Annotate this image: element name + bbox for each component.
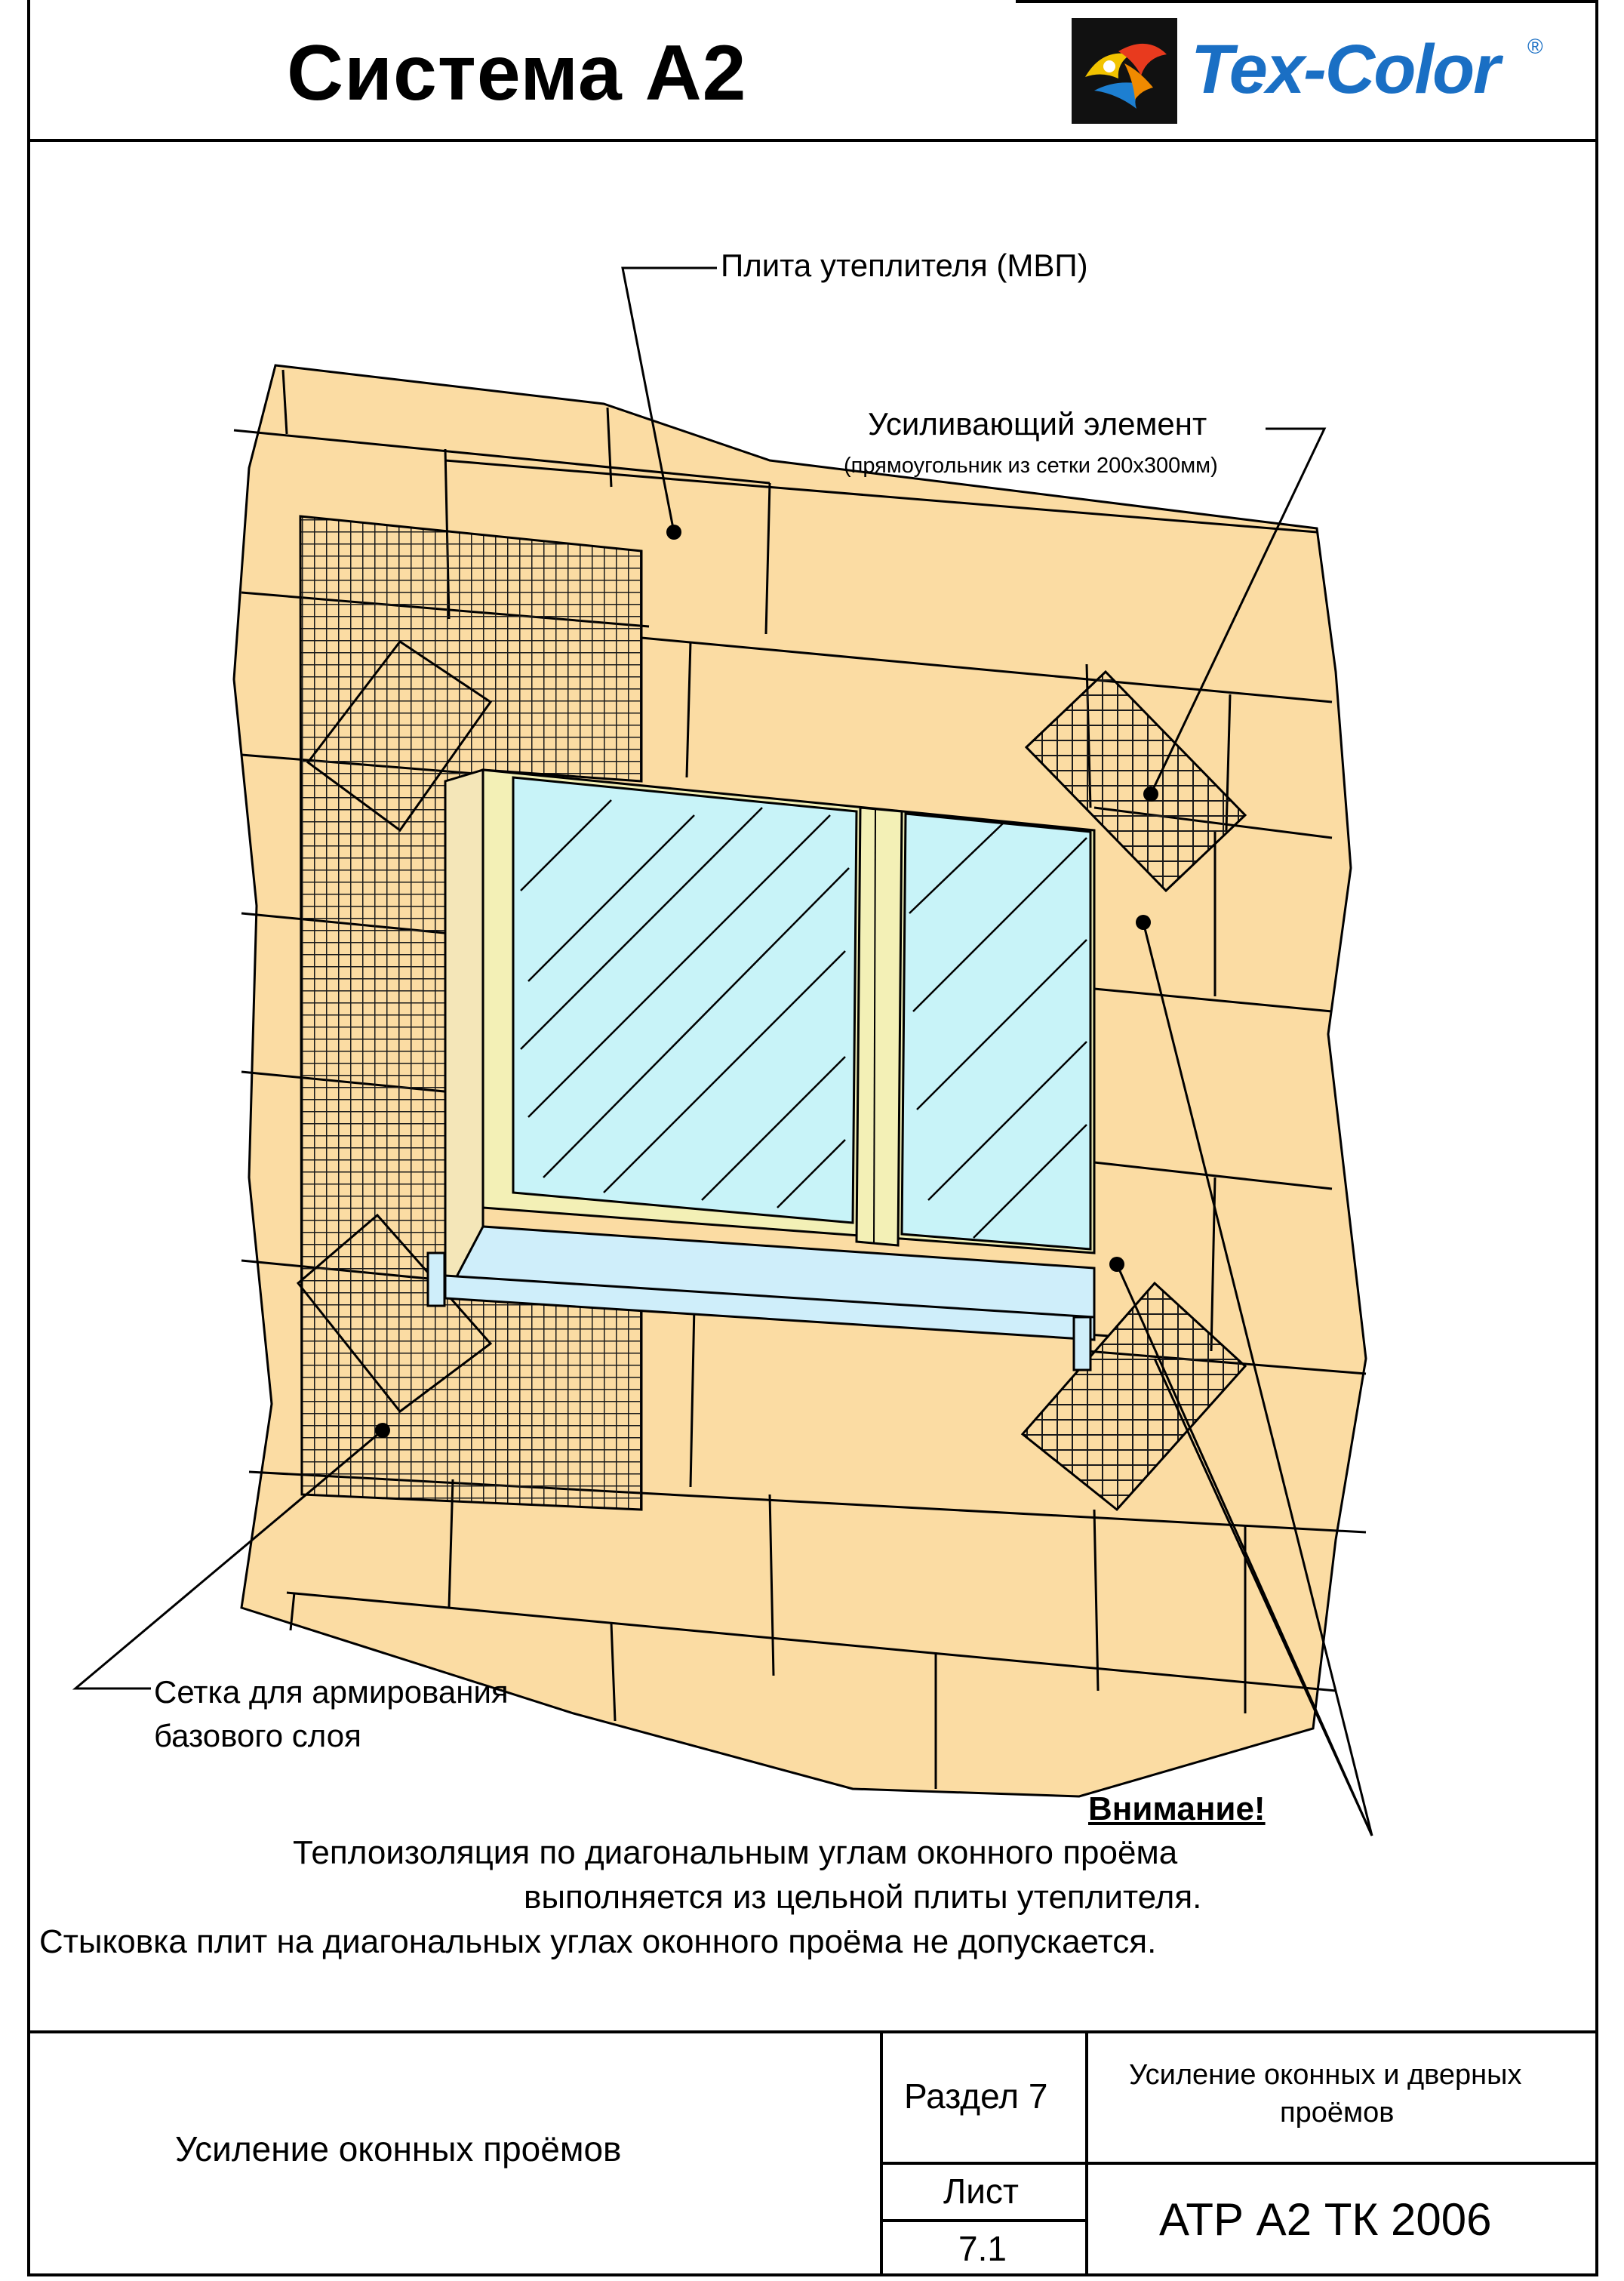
drawing-name: Усиление оконных проёмов: [175, 2129, 622, 2169]
leader-lines: [72, 266, 1373, 1836]
logo-text: Tex-Color: [1191, 31, 1500, 108]
reinforcing-mesh-lower-right: [1020, 1281, 1247, 1512]
label-insulation-board: Плита утеплителя (МВП): [721, 248, 1088, 283]
title-block-vdivider-2: [1085, 2030, 1088, 2276]
title-block-vdivider-1: [880, 2030, 883, 2276]
label-mesh-line2: базового слоя: [154, 1718, 361, 1753]
title-block-hdivider-1: [880, 2162, 1598, 2165]
label-mesh-line1: Сетка для армирования: [154, 1674, 509, 1710]
sheet-number: 7.1: [958, 2229, 1007, 2268]
notice-heading: Внимание!: [1088, 1790, 1266, 1827]
notice-line1: Теплоизоляция по диагональным углам окон…: [293, 1834, 1178, 1871]
title-block-hdivider-2: [880, 2219, 1085, 2222]
glass-pane-left: [512, 776, 858, 1224]
reinforcing-rectangle-upper-left: [306, 639, 493, 833]
logo: [1072, 18, 1177, 124]
sill-end-cap-right: [1072, 1316, 1092, 1371]
section-title-line1: Усиление оконных и дверных: [1129, 2059, 1522, 2091]
window-reveal-left: [444, 768, 484, 1301]
header-divider: [27, 139, 1598, 142]
document-code: АТР А2 ТК 2006: [1159, 2194, 1492, 2245]
section-label: Раздел 7: [904, 2076, 1048, 2116]
notice-line3: Стыковка плит на диагональных углах окон…: [39, 1923, 1157, 1960]
glass-reflections: [520, 799, 1087, 1239]
notice-line2: выполняется из цельной плиты утеплителя.: [524, 1879, 1202, 1916]
leader-dots: [375, 525, 1158, 1438]
label-reinforcing-element-note: (прямоугольник из сетки 200х300мм): [844, 454, 1218, 478]
tex-color-emblem-icon: [1072, 18, 1177, 124]
registered-mark: ®: [1527, 35, 1543, 58]
window-mullion: [855, 806, 903, 1247]
page-title: Система А2: [287, 29, 747, 117]
reinforcing-mesh-upper-right: [1024, 670, 1247, 893]
sheet-label: Лист: [943, 2172, 1019, 2211]
label-reinforcing-element: Усиливающий элемент: [868, 406, 1207, 442]
title-block-top-border: [27, 2030, 1598, 2033]
sheet-frame: [27, 0, 1598, 2276]
header-top-border: [1016, 0, 1598, 3]
sill-end-cap-left: [426, 1251, 446, 1307]
reinforcing-rectangle-lower-left: [296, 1213, 493, 1414]
section-title-line2: проёмов: [1280, 2097, 1395, 2129]
